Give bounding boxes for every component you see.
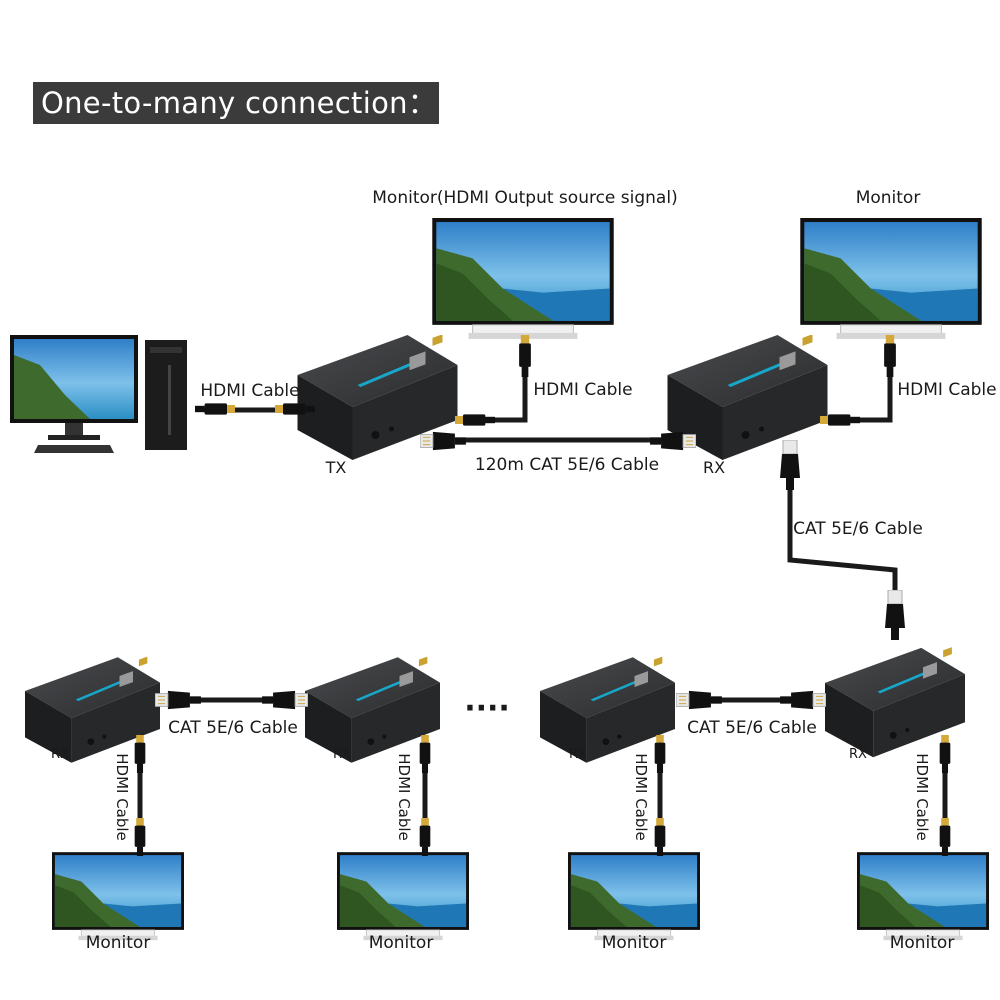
- label-hdmi-vertical-2: HDMI Cable: [395, 753, 413, 841]
- rj45-connector-rx3: [676, 690, 722, 710]
- hdmi-connector-rx-out: [820, 414, 860, 426]
- monitor-bottom-3: [568, 852, 700, 941]
- hdmi-connector-rx1: [134, 735, 146, 773]
- hdmi-connector-rx4: [939, 735, 951, 773]
- hdmi-connector-monitor-right: [884, 335, 896, 377]
- hdmi-cable-rx-monitor: [822, 352, 893, 423]
- hdmi-connector-monitor-2: [419, 818, 431, 856]
- monitor-top-right: [800, 218, 982, 340]
- hdmi-connector-tx-out: [455, 414, 495, 426]
- label-hdmi-vertical-4: HDMI Cable: [913, 753, 931, 841]
- label-rx-4: RX: [849, 747, 867, 762]
- hdmi-connector-monitor-1: [134, 818, 146, 856]
- hdmi-connector-monitor-output: [519, 335, 531, 377]
- hdmi-connector-monitor-4: [939, 818, 951, 856]
- label-cat-cable-long: 120m CAT 5E/6 Cable: [475, 455, 659, 475]
- label-hdmi-cable-rx: HDMI Cable: [897, 380, 996, 400]
- label-rx-3: RX: [569, 747, 587, 762]
- label-hdmi-vertical-1: HDMI Cable: [113, 753, 131, 841]
- hdmi-connector-monitor-3: [654, 818, 666, 856]
- monitor-bottom-1: [52, 852, 184, 941]
- label-ellipsis: ····: [464, 691, 510, 726]
- connectors: [134, 335, 951, 856]
- label-tx: TX: [325, 458, 347, 477]
- label-hdmi-cable-tx: HDMI Cable: [533, 380, 632, 400]
- hdmi-connector-pc: [195, 403, 235, 415]
- rj45-connector-tx: [420, 431, 466, 451]
- label-monitor-top-right: Monitor: [856, 188, 921, 208]
- label-monitor-bottom-2: Monitor: [369, 933, 434, 953]
- page-title: One-to-many connection：: [33, 82, 439, 124]
- hdmi-connector-rx3: [654, 735, 666, 773]
- label-cat-cable-bottom-left: CAT 5E/6 Cable: [168, 718, 298, 738]
- label-rx-1: RX: [51, 747, 69, 762]
- rj45-connector-rx4-in: [884, 590, 906, 640]
- source-computer: [10, 335, 187, 453]
- monitor-bottom-2: [337, 852, 469, 941]
- hdmi-cable-tx-monitor: [457, 352, 528, 423]
- monitor-bottom-4: [857, 852, 989, 941]
- label-cat-cable-bottom-right: CAT 5E/6 Cable: [687, 718, 817, 738]
- rj45-connector-rx1: [155, 690, 201, 710]
- cat-cable-rx-chain: [787, 467, 898, 603]
- hdmi-connector-rx2: [419, 735, 431, 773]
- labels: Monitor(HDMI Output source signal) Monit…: [51, 188, 997, 953]
- rj45-connector-rx4-out: [780, 690, 826, 710]
- label-hdmi-cable-pc: HDMI Cable: [200, 381, 299, 401]
- label-monitor-bottom-3: Monitor: [602, 933, 667, 953]
- label-rx-2: RX: [333, 747, 351, 762]
- label-monitor-bottom-1: Monitor: [86, 933, 151, 953]
- label-monitor-output: Monitor(HDMI Output source signal): [372, 188, 677, 208]
- cables: [137, 352, 948, 848]
- rj45-connector-rx-in: [650, 431, 696, 451]
- monitor-output-source: [432, 218, 614, 340]
- rj45-connector-rx-chain-out: [779, 440, 801, 490]
- label-monitor-bottom-4: Monitor: [890, 933, 955, 953]
- rj45-connector-rx2: [262, 690, 308, 710]
- label-rx-main: RX: [703, 458, 725, 477]
- label-cat-cable-chain: CAT 5E/6 Cable: [793, 519, 923, 539]
- label-hdmi-vertical-3: HDMI Cable: [632, 753, 650, 841]
